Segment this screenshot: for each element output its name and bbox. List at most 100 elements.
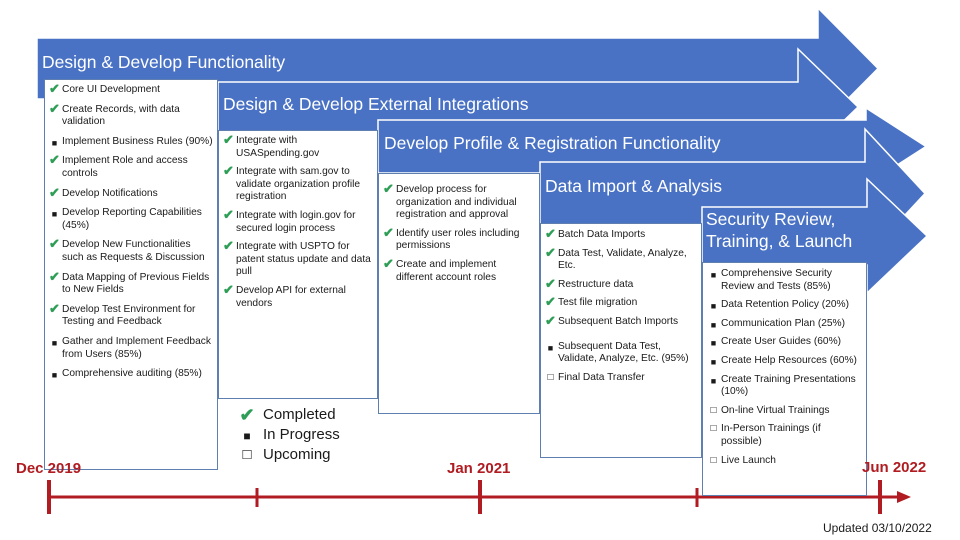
legend-label: In Progress bbox=[263, 426, 340, 443]
task-text: Develop New Functionalities such as Requ… bbox=[62, 239, 205, 263]
task-item: □Live Launch bbox=[706, 455, 863, 468]
checkmark-icon: ✔ bbox=[49, 81, 60, 96]
in-progress-square-icon: ■ bbox=[710, 338, 717, 349]
in-progress-square-icon: ■ bbox=[51, 370, 58, 381]
checkmark-icon: ✔ bbox=[545, 312, 556, 328]
checkmark-icon: ✔ bbox=[223, 163, 234, 179]
task-item: ✔Implement Role and access controls bbox=[47, 152, 213, 180]
task-item: ■Develop Reporting Capabilities (45%) bbox=[47, 207, 213, 232]
phase-title-data-import: Data Import & Analysis bbox=[545, 176, 723, 196]
task-item: ✔Restructure data bbox=[543, 277, 697, 292]
legend-item-upcoming: □Upcoming bbox=[238, 445, 340, 465]
task-text: Integrate with login.gov for secured log… bbox=[236, 209, 356, 234]
checkmark-icon: ✔ bbox=[545, 244, 556, 260]
checkmark-icon: ✔ bbox=[49, 236, 60, 252]
status-legend: ✔Completed■In Progress□Upcoming bbox=[238, 405, 340, 465]
checkmark-icon: ✔ bbox=[223, 132, 234, 147]
phase-panel-integrations: ✔Integrate with USASpending.gov✔Integrat… bbox=[218, 130, 378, 399]
task-item: ✔Develop API for external vendors bbox=[221, 281, 373, 310]
upcoming-square-icon: □ bbox=[710, 454, 717, 466]
timeline-label-mid: Jan 2021 bbox=[447, 460, 511, 477]
task-item: ■Gather and Implement Feedback from User… bbox=[47, 336, 213, 361]
task-text: Comprehensive auditing (85%) bbox=[62, 368, 202, 380]
phase-title-design-develop-functionality: Design & Develop Functionality bbox=[42, 52, 286, 72]
task-item: ✔Integrate with USPTO for patent status … bbox=[221, 238, 373, 279]
phase-title-profile-registration: Develop Profile & Registration Functiona… bbox=[384, 133, 721, 153]
task-item: ■Subsequent Data Test, Validate, Analyze… bbox=[543, 341, 697, 366]
task-item: ■ Implement Business Rules (90%) bbox=[47, 136, 213, 149]
phase-panel-functionality: ✔Core UI Development✔Create Records, wit… bbox=[44, 79, 218, 470]
task-text: Subsequent Data Test, Validate, Analyze,… bbox=[558, 340, 689, 365]
task-list-profile: ✔Develop process for organization and in… bbox=[381, 182, 535, 284]
task-item: ✔Develop Notifications bbox=[47, 186, 213, 201]
task-text: In-Person Trainings (if possible) bbox=[721, 423, 821, 447]
task-item: ✔Core UI Development bbox=[47, 81, 213, 97]
task-item: ■Create Training Presentations (10%) bbox=[706, 374, 863, 399]
in-progress-square-icon: ■ bbox=[51, 337, 58, 348]
task-text: Create User Guides (60%) bbox=[721, 336, 842, 348]
task-text: Core UI Development bbox=[62, 84, 160, 95]
task-item: ■ Communication Plan (25%) bbox=[706, 318, 863, 331]
checkmark-icon: ✔ bbox=[383, 255, 394, 271]
upcoming-square-icon: □ bbox=[710, 404, 717, 416]
in-progress-square-icon: ■ bbox=[710, 270, 717, 280]
task-item: ✔Batch Data Imports bbox=[543, 227, 697, 242]
task-item: ✔Subsequent Batch Imports bbox=[543, 312, 697, 329]
task-item: ✔Develop New Functionalities such as Req… bbox=[47, 236, 213, 264]
task-text: Integrate with sam.gov to validate organ… bbox=[236, 166, 361, 203]
task-list-functionality: ✔Core UI Development✔Create Records, wit… bbox=[47, 81, 213, 381]
timeline-label-start: Dec 2019 bbox=[16, 460, 82, 477]
task-item: ✔Identify user roles including permissio… bbox=[381, 224, 535, 253]
task-text: Identify user roles including permission… bbox=[396, 227, 520, 252]
task-item: ■ Create User Guides (60%) bbox=[706, 336, 863, 349]
checkmark-icon: ✔ bbox=[223, 206, 234, 222]
task-text: Develop Reporting Capabilities (45%) bbox=[62, 207, 202, 231]
task-item: ■Create Help Resources (60%) bbox=[706, 355, 863, 368]
task-item: ✔Integrate with USASpending.gov bbox=[221, 132, 373, 160]
task-text: Integrate with USASpending.gov bbox=[236, 135, 320, 159]
task-text: Develop Notifications bbox=[62, 187, 158, 199]
task-item: ✔Data Test, Validate, Analyze, Etc. bbox=[543, 244, 697, 273]
legend-item-in-progress: ■ In Progress bbox=[238, 425, 340, 445]
task-text: Communication Plan (25%) bbox=[721, 317, 846, 329]
in-progress-square-icon: ■ bbox=[51, 137, 58, 148]
task-text: Integrate with USPTO for patent status u… bbox=[236, 241, 371, 278]
phase-panel-profile: ✔Develop process for organization and in… bbox=[378, 173, 540, 414]
task-list-integrations: ✔Integrate with USASpending.gov✔Integrat… bbox=[221, 132, 373, 310]
task-text: Develop API for external vendors bbox=[236, 284, 346, 309]
task-text: On-line Virtual Trainings bbox=[721, 404, 830, 416]
task-text: Implement Business Rules (90%) bbox=[62, 135, 213, 147]
task-text: Data Retention Policy (20%) bbox=[721, 299, 849, 311]
checkmark-icon: ✔ bbox=[49, 152, 60, 168]
phase-title-security-launch: Security Review, Training, & Launch bbox=[706, 209, 853, 251]
task-text: Restructure data bbox=[558, 278, 634, 290]
task-text: Final Data Transfer bbox=[558, 371, 645, 383]
checkmark-icon: ✔ bbox=[223, 238, 234, 254]
task-text: Comprehensive Security Review and Tests … bbox=[721, 268, 832, 292]
task-item: ✔Data Mapping of Previous Fields to New … bbox=[47, 270, 213, 297]
task-item: ■ Comprehensive auditing (85%) bbox=[47, 368, 213, 381]
checkmark-icon: ✔ bbox=[383, 224, 394, 240]
upcoming-square-icon: □ bbox=[547, 371, 554, 383]
task-item: ■ Comprehensive Security Review and Tests… bbox=[706, 268, 863, 293]
task-text: Data Mapping of Previous Fields to New F… bbox=[62, 271, 210, 296]
task-item: ✔Create and implement different account … bbox=[381, 255, 535, 284]
in-progress-square-icon: ■ bbox=[710, 301, 717, 312]
task-item: ✔Test file migration bbox=[543, 296, 697, 310]
task-item: ■ Data Retention Policy (20%) bbox=[706, 299, 863, 312]
checkmark-icon: ✔ bbox=[49, 300, 60, 316]
legend-label: Upcoming bbox=[263, 446, 331, 463]
task-text: Test file migration bbox=[558, 297, 638, 309]
task-text: Develop Test Environment for Testing and… bbox=[62, 303, 196, 328]
task-item: □ Final Data Transfer bbox=[543, 372, 697, 385]
task-item: ✔Integrate with sam.gov to validate orga… bbox=[221, 163, 373, 204]
task-text: Create Help Resources (60%) bbox=[721, 354, 857, 366]
task-item: □In-Person Trainings (if possible) bbox=[706, 423, 863, 448]
in-progress-square-icon: ■ bbox=[243, 429, 251, 443]
task-item: ✔Develop Test Environment for Testing an… bbox=[47, 300, 213, 329]
checkmark-icon: ✔ bbox=[223, 281, 234, 297]
task-text: Create Records, with data validation bbox=[62, 103, 180, 128]
in-progress-square-icon: ■ bbox=[710, 319, 717, 330]
phase-panel-data-import: ✔Batch Data Imports ✔Data Test, Validate,… bbox=[540, 223, 702, 458]
